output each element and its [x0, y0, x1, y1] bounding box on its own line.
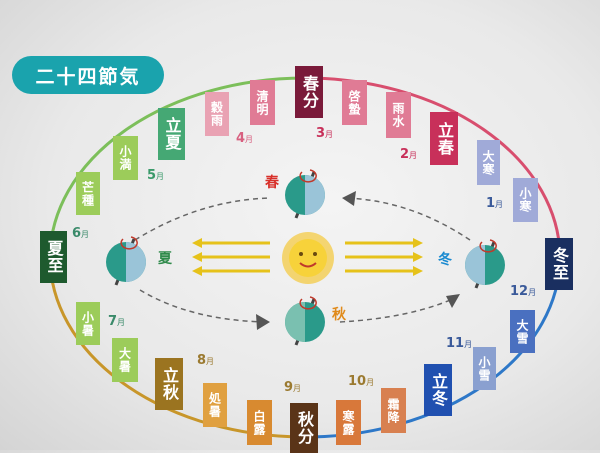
solar-term-box: 立春: [430, 112, 458, 165]
solar-term-box: 大雪: [510, 310, 535, 353]
season-label-autumn: 秋: [332, 307, 346, 323]
solar-term-box: 穀雨: [205, 92, 229, 136]
earth-spring-icon: [285, 169, 325, 219]
solar-term-box: 霜降: [381, 388, 406, 433]
month-label: 7月: [108, 314, 125, 329]
path-arrow-1: [134, 197, 271, 241]
solar-term-box: 秋分: [290, 403, 318, 453]
month-unit: 月: [464, 340, 473, 349]
solar-term-box: 大寒: [477, 140, 500, 185]
month-unit: 月: [366, 378, 375, 387]
solar-term-box: 大暑: [112, 338, 138, 382]
solar-term-box: 夏至: [40, 231, 67, 283]
month-unit: 月: [245, 135, 254, 144]
month-number: 9: [284, 380, 294, 395]
month-unit: 月: [156, 172, 165, 181]
orbit-summer-arc: [48, 76, 306, 258]
arrowhead-icon: [446, 294, 460, 308]
month-number: 2: [400, 147, 410, 162]
solar-term-box: 雨水: [386, 92, 411, 138]
month-label: 5月: [147, 168, 164, 183]
solar-term-box: 寒露: [336, 400, 361, 445]
month-label: 8月: [197, 353, 214, 368]
season-label-spring: 春: [265, 175, 279, 191]
month-number: 4: [236, 131, 246, 146]
month-number: 8: [197, 353, 207, 368]
sun-rays-left: [200, 241, 270, 273]
solar-term-box: 立冬: [424, 364, 452, 416]
sun-rays-right: [345, 241, 415, 273]
path-arrow-2: [344, 197, 471, 241]
solar-term-box: 小満: [113, 136, 138, 180]
month-label: 1月: [486, 196, 503, 211]
solar-term-box: 芒種: [76, 172, 100, 215]
month-number: 3: [316, 126, 326, 141]
earth-autumn-icon: [285, 296, 325, 346]
solar-term-box: 啓蟄: [342, 80, 367, 125]
month-unit: 月: [293, 384, 302, 393]
month-unit: 月: [81, 230, 90, 239]
month-label: 6月: [72, 226, 89, 241]
month-label: 10月: [348, 374, 374, 389]
arrowhead-icon: [342, 191, 356, 206]
solar-term-box: 清明: [250, 80, 275, 125]
month-label: 4月: [236, 131, 253, 146]
solar-term-box: 白露: [247, 400, 272, 445]
solar-term-box: 立秋: [155, 358, 183, 410]
month-unit: 月: [528, 288, 537, 297]
month-number: 11: [446, 336, 465, 351]
month-unit: 月: [409, 151, 418, 160]
month-unit: 月: [117, 318, 126, 327]
month-number: 10: [348, 374, 367, 389]
solar-term-box: 処暑: [203, 383, 227, 427]
month-label: 3月: [316, 126, 333, 141]
path-arrow-4: [339, 297, 456, 323]
month-label: 11月: [446, 336, 472, 351]
season-label-summer: 夏: [158, 251, 172, 267]
month-unit: 月: [206, 357, 215, 366]
solar-term-box: 冬至: [545, 238, 573, 290]
month-number: 12: [510, 284, 529, 299]
solar-term-box: 小寒: [513, 178, 538, 222]
season-label-winter: 冬: [438, 252, 452, 268]
path-arrow-3: [139, 289, 266, 323]
solar-term-box: 小雪: [473, 347, 496, 390]
solar-term-box: 立夏: [158, 108, 185, 160]
month-label: 9月: [284, 380, 301, 395]
month-unit: 月: [325, 130, 334, 139]
month-number: 6: [72, 226, 82, 241]
solar-term-box: 春分: [295, 66, 323, 118]
page-title: 二十四節気: [12, 56, 164, 94]
month-number: 1: [486, 196, 496, 211]
solar-term-box: 小暑: [76, 302, 100, 345]
month-unit: 月: [495, 200, 504, 209]
month-label: 12月: [510, 284, 536, 299]
arrowhead-icon: [256, 314, 270, 330]
month-number: 5: [147, 168, 157, 183]
month-label: 2月: [400, 147, 417, 162]
earth-summer-icon: [106, 236, 146, 286]
sun-icon: [282, 232, 334, 284]
earth-winter-icon: [465, 239, 505, 289]
month-number: 7: [108, 314, 118, 329]
